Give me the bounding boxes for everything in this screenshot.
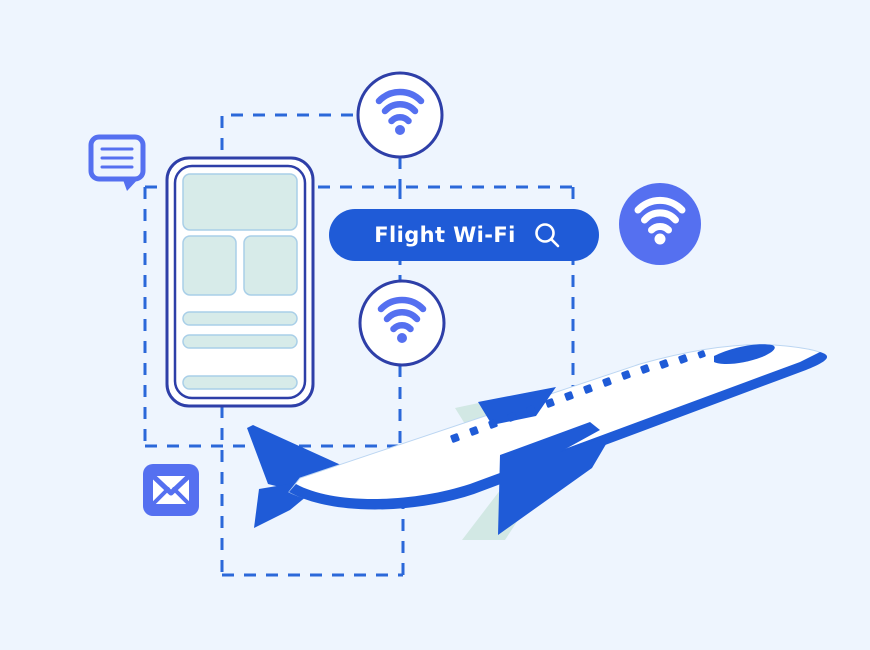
flight-wifi-search-label: Flight Wi-Fi (374, 222, 516, 247)
phone-block-hero (182, 173, 298, 231)
search-icon[interactable] (532, 220, 562, 250)
airplane-cockpit-window (714, 344, 775, 365)
wifi-dot-icon (397, 333, 407, 343)
chat-bubble-body (88, 134, 146, 182)
wifi-dot-icon (654, 233, 666, 245)
phone-block-list-bar-2 (182, 334, 298, 349)
chat-bubble-lines (100, 147, 134, 169)
wifi-arcs-icon (634, 196, 686, 234)
wifi-badge-outline-middle[interactable] (358, 279, 446, 367)
flight-wifi-search-bar[interactable]: Flight Wi-Fi (329, 209, 599, 261)
airplane-upper-wing (478, 387, 556, 425)
phone-block-tile-right (243, 235, 298, 296)
chat-bubble-icon[interactable] (88, 134, 146, 191)
wifi-arcs-icon (375, 88, 425, 125)
phone-block-tile-left (182, 235, 237, 296)
airplane-main-wing (498, 422, 612, 535)
wifi-badge-outline-top[interactable] (356, 71, 444, 159)
airplane-illustration (247, 344, 828, 540)
envelope-fold-lines (151, 487, 191, 506)
phone-mockup[interactable] (165, 156, 315, 408)
envelope-icon[interactable] (143, 464, 199, 516)
envelope-flap (151, 474, 191, 496)
wifi-dot-icon (395, 125, 405, 135)
wifi-arcs-icon (377, 296, 427, 333)
chat-bubble-tail (122, 177, 140, 191)
phone-block-list-bar-3 (182, 375, 298, 390)
dashed-connector-network (143, 113, 575, 577)
phone-block-list-bar-1 (182, 311, 298, 326)
wifi-badge-solid[interactable] (619, 183, 701, 265)
airplane-window-row (450, 350, 706, 443)
